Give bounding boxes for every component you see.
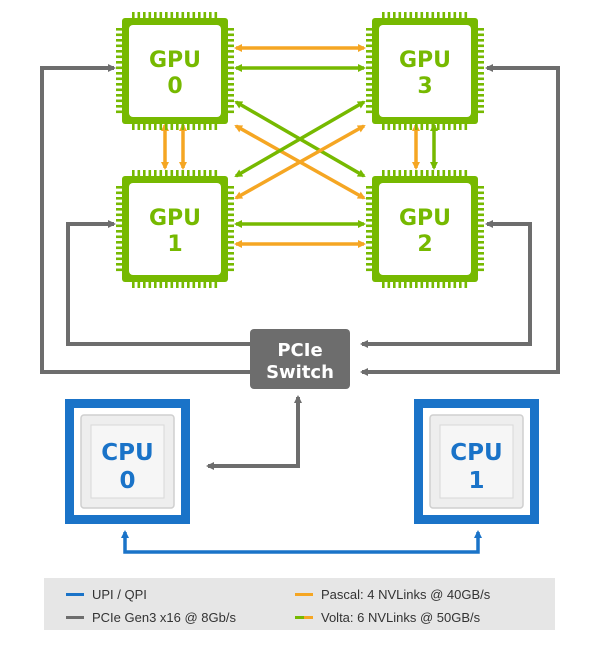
legend-item-pascal: Pascal: 4 NVLinks @ 40GB/s xyxy=(295,585,490,603)
pcie-switch: PCIe Switch xyxy=(250,329,350,389)
gpu-pins xyxy=(366,170,484,288)
pcie-switch-label-line2: Switch xyxy=(266,362,334,383)
pcie-switch-label-line1: PCIe xyxy=(277,340,322,361)
pcie-link-cpu0 xyxy=(206,395,302,470)
gpu-pins xyxy=(366,12,484,130)
legend-swatch-green-orange xyxy=(295,615,313,619)
pcie-link-gpu2 xyxy=(360,220,532,348)
gpu-index: 2 xyxy=(417,232,432,257)
legend-label-pcie: PCIe Gen3 x16 @ 8Gb/s xyxy=(92,609,236,625)
nvlinks xyxy=(161,44,438,248)
legend-label-pascal: Pascal: 4 NVLinks @ 40GB/s xyxy=(321,586,491,602)
legend-item-volta: Volta: 6 NVLinks @ 50GB/s xyxy=(295,608,480,626)
gpu-label: GPU xyxy=(399,48,451,73)
gpu-label: GPU xyxy=(399,206,451,231)
gpu-index: 3 xyxy=(417,74,432,99)
gpu-index: 0 xyxy=(167,74,182,99)
gpu-label: GPU xyxy=(149,48,201,73)
legend-swatch-blue xyxy=(66,592,84,596)
cpu-index: 0 xyxy=(119,468,135,494)
legend: UPI / QPI Pascal: 4 NVLinks @ 40GB/s PCI… xyxy=(44,578,555,630)
legend-item-pcie: PCIe Gen3 x16 @ 8Gb/s xyxy=(66,608,236,626)
gpu-label: GPU xyxy=(149,206,201,231)
gpu-index: 1 xyxy=(167,232,182,257)
gpu-pins xyxy=(116,170,234,288)
pcie-link-gpu1 xyxy=(66,220,250,346)
cpu-index: 1 xyxy=(468,468,484,494)
legend-label-volta: Volta: 6 NVLinks @ 50GB/s xyxy=(321,609,481,625)
legend-swatch-orange xyxy=(295,592,313,596)
upi-link xyxy=(121,530,482,554)
legend-item-upi: UPI / QPI xyxy=(66,585,147,603)
pcie-link-gpu0 xyxy=(40,64,250,374)
legend-label-upi: UPI / QPI xyxy=(92,586,147,602)
gpu-pins xyxy=(116,12,234,130)
pcie-link-gpu3 xyxy=(360,64,560,376)
pcie-links xyxy=(40,64,560,470)
cpu-label: CPU xyxy=(101,440,153,466)
cpu-label: CPU xyxy=(450,440,502,466)
legend-swatch-gray xyxy=(66,615,84,619)
